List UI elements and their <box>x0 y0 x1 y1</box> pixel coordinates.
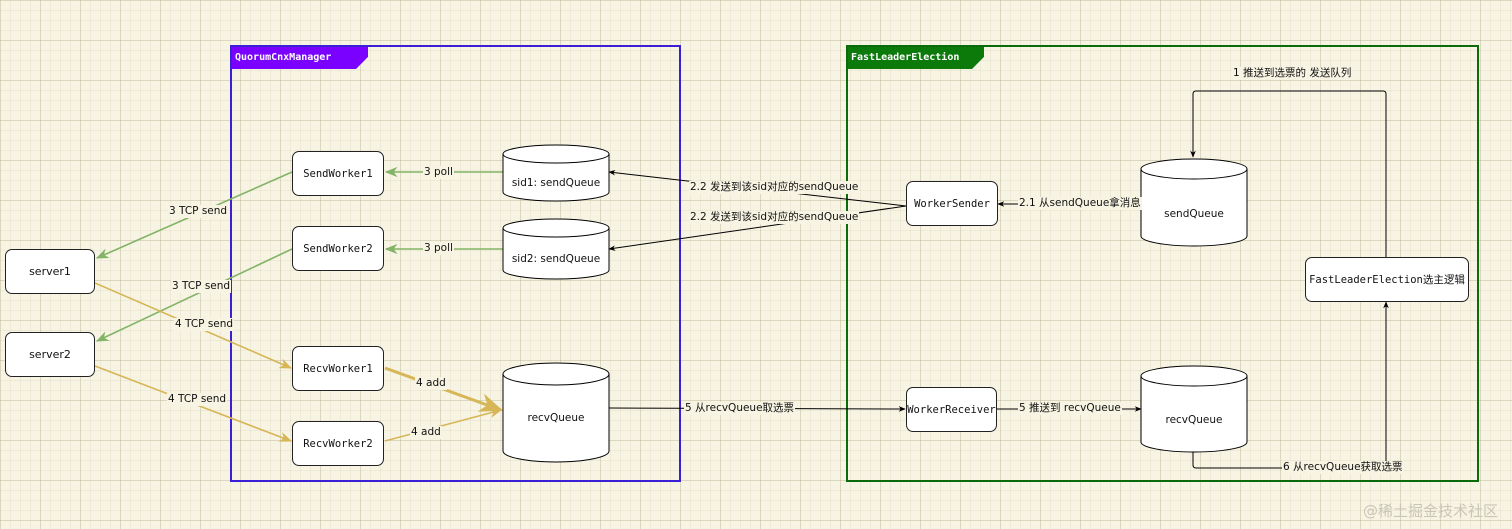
fle-recv-queue-label: recvQueue <box>1165 414 1223 426</box>
quorum-cnx-manager-frame: QuorumCnxManager <box>230 45 681 482</box>
edge-label-tcp-recv-2: 4 TCP send <box>167 393 228 406</box>
edge-label-tcp-send-2: 3 TCP send <box>171 280 232 293</box>
edge-label-dispatch-2: 2.2 发送到该sid对应的sendQueue <box>689 211 860 224</box>
recv-worker-1-node: RecvWorker1 <box>292 346 384 391</box>
qcm-send-queue-2-label: sid2: sendQueue <box>511 253 601 265</box>
edge-label-dispatch-1: 2.2 发送到该sid对应的sendQueue <box>689 181 860 194</box>
fle-send-queue-label: sendQueue <box>1164 208 1224 220</box>
edge-sendworker2-to-server2 <box>95 248 293 342</box>
qcm-send-queue-2-cylinder <box>502 218 610 280</box>
qcm-recv-queue-cylinder <box>502 362 610 463</box>
edge-label-add-2: 4 add <box>410 426 442 439</box>
watermark-text: @稀土掘金技术社区 <box>1362 502 1498 520</box>
edge-label-poll-1: 3 poll <box>423 166 454 179</box>
edge-push-send <box>1190 90 1387 257</box>
fle-send-queue-cylinder <box>1140 158 1248 247</box>
qcm-send-queue-1-cylinder <box>502 144 610 202</box>
edge-label-poll-2: 3 poll <box>423 242 454 255</box>
quorum-cnx-manager-title: QuorumCnxManager <box>232 47 368 69</box>
recv-worker-2-node: RecvWorker2 <box>292 421 384 466</box>
edge-add-2 <box>384 408 503 442</box>
fle-recv-queue-cylinder <box>1140 365 1248 453</box>
fle-logic-node: FastLeaderElection选主逻辑 <box>1305 257 1469 302</box>
send-worker-1-node: SendWorker1 <box>292 151 384 196</box>
qcm-recv-queue-label: recvQueue <box>527 412 585 424</box>
server1-node: server1 <box>5 249 95 294</box>
edge-label-tcp-send-1: 3 TCP send <box>168 205 229 218</box>
fast-leader-election-frame: FastLeaderElection <box>846 45 1479 482</box>
edge-label-take-msg: 2.1 从sendQueue拿消息 <box>1018 197 1142 210</box>
edge-label-push-send: 1 推送到选票的 发送队列 <box>1232 67 1353 80</box>
qcm-send-queue-1-label: sid1: sendQueue <box>511 177 601 189</box>
worker-sender-node: WorkerSender <box>906 181 998 226</box>
server2-node: server2 <box>5 332 95 377</box>
worker-receiver-node: WorkerReceiver <box>906 387 997 432</box>
edge-label-push-recv: 5 推送到 recvQueue <box>1018 402 1122 415</box>
fast-leader-election-title: FastLeaderElection <box>848 47 984 69</box>
edge-label-take-vote: 5 从recvQueue取选票 <box>684 402 796 415</box>
edge-label-add-1: 4 add <box>415 377 447 390</box>
edge-label-tcp-recv-1: 4 TCP send <box>174 318 235 331</box>
edge-label-get-vote: 6 从recvQueue获取选票 <box>1282 461 1404 474</box>
send-worker-2-node: SendWorker2 <box>292 226 384 271</box>
